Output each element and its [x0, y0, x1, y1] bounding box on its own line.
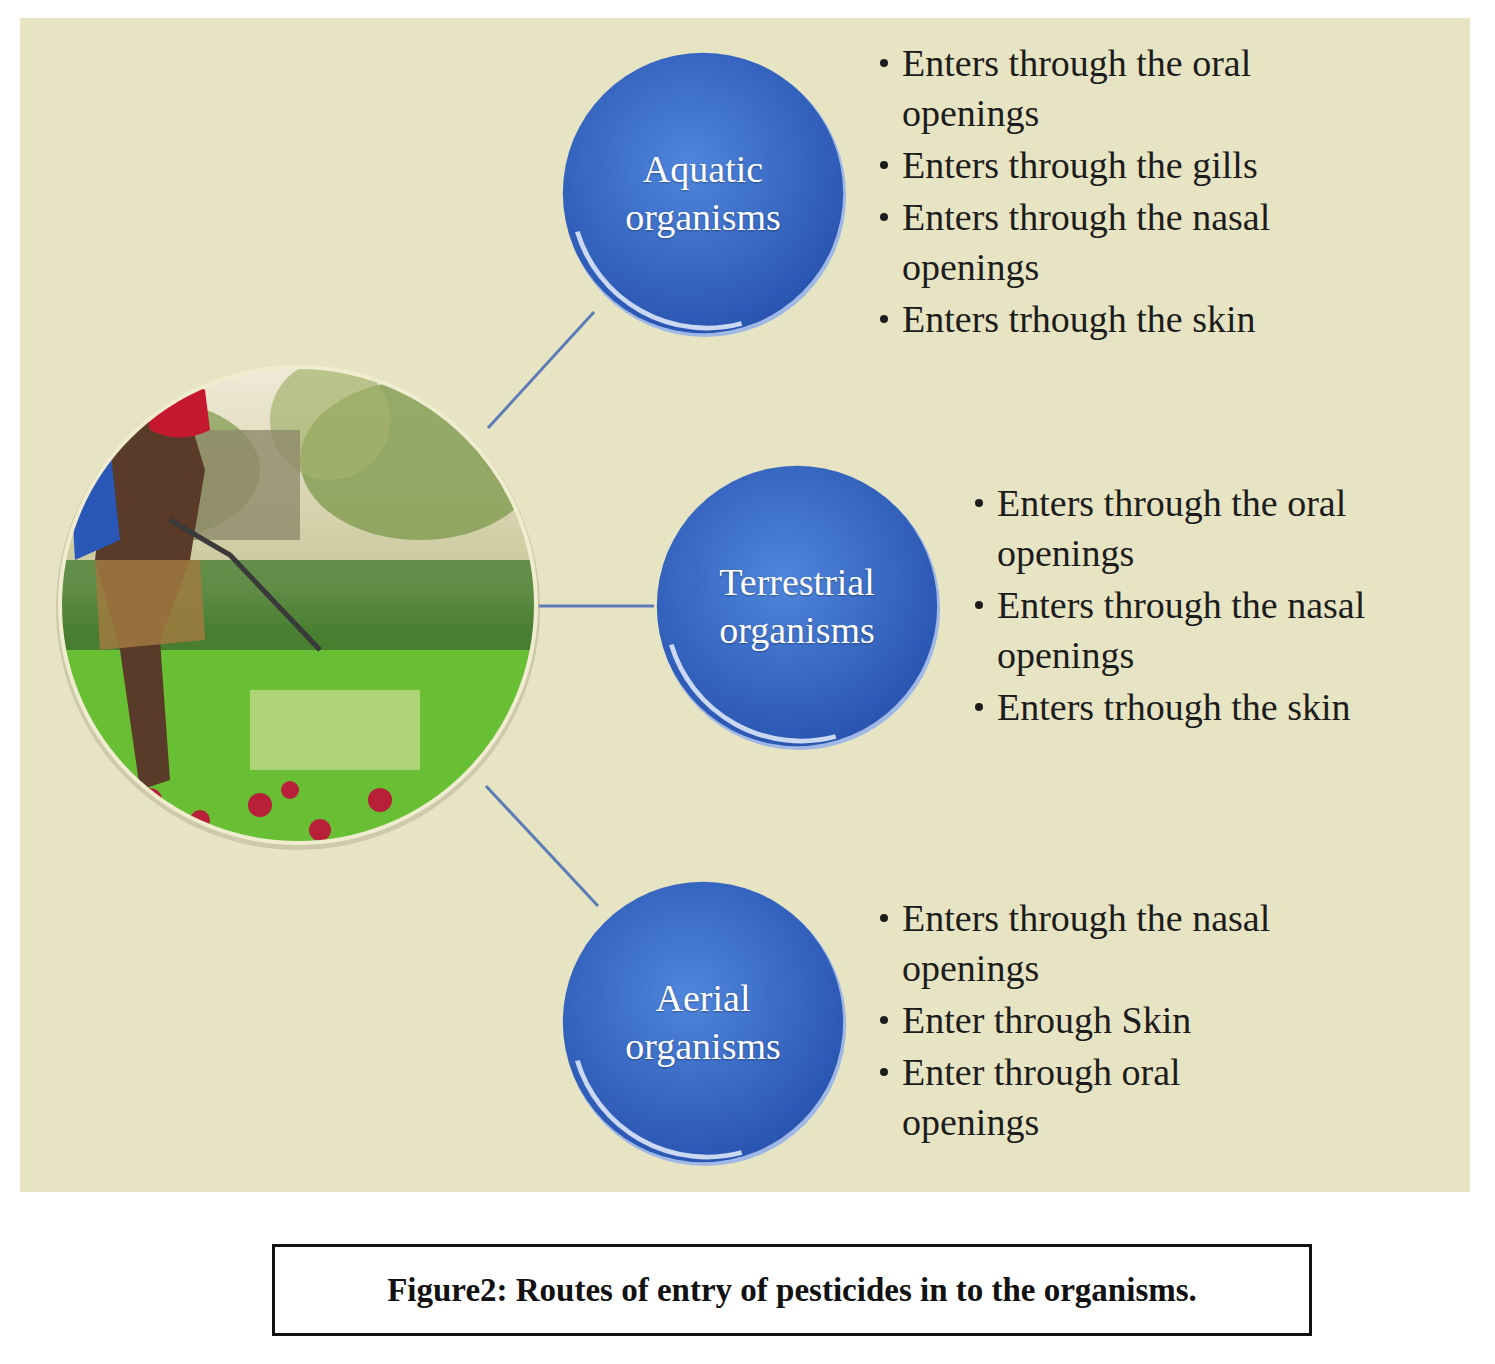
bullet-dot: [975, 703, 983, 711]
bullet-dot: [880, 1016, 888, 1024]
bullet-item: Enters through the nasal openings: [878, 192, 1283, 292]
bullet-item: Enter through Skin: [878, 995, 1283, 1045]
organism-circle: Aquatic organisms: [558, 48, 848, 338]
bullet-item: Enters through the oral openings: [973, 478, 1378, 578]
bullet-text: Enters through the oral openings: [997, 482, 1346, 574]
bullet-dot: [975, 601, 983, 609]
circle-shape: [558, 48, 848, 338]
bullet-dot: [880, 161, 888, 169]
bullet-item: Enters trhough the skin: [973, 682, 1378, 732]
bullet-text: Enter through oral openings: [902, 1051, 1181, 1143]
organism-circle: Terrestrial organisms: [652, 461, 942, 751]
circle-shape: [652, 461, 942, 751]
bullet-text: Enter through Skin: [902, 999, 1191, 1041]
background-panel: [20, 18, 1470, 1192]
bullet-item: Enters through the gills: [878, 140, 1283, 190]
bullet-dot: [880, 1068, 888, 1076]
bullet-item: Enters through the nasal openings: [973, 580, 1378, 680]
bullet-dot: [880, 59, 888, 67]
bullet-text: Enters trhough the skin: [902, 298, 1256, 340]
circle-shape: [558, 877, 848, 1167]
figure-caption: Figure2: Routes of entry of pesticides i…: [387, 1272, 1197, 1309]
circle-label: Aquatic organisms: [587, 145, 819, 241]
bullet-item: Enters through the oral openings: [878, 38, 1283, 138]
bullet-dot: [880, 315, 888, 323]
bullet-text: Enters through the nasal openings: [902, 897, 1270, 989]
bullet-dot: [880, 213, 888, 221]
bullet-text: Enters trhough the skin: [997, 686, 1351, 728]
bullet-list: Enters through the oral openingsEnters t…: [878, 38, 1283, 346]
bullet-list: Enters through the nasal openingsEnter t…: [878, 893, 1283, 1149]
circle-label: Terrestrial organisms: [681, 558, 913, 654]
bullet-list: Enters through the oral openingsEnters t…: [973, 478, 1378, 734]
bullet-dot: [975, 499, 983, 507]
bullet-text: Enters through the nasal openings: [902, 196, 1270, 288]
circle-label: Aerial organisms: [587, 974, 819, 1070]
circle-label-holder: Aerial organisms: [587, 974, 819, 1070]
bullet-text: Enters through the nasal openings: [997, 584, 1365, 676]
caption-box: Figure2: Routes of entry of pesticides i…: [272, 1244, 1312, 1336]
bullet-text: Enters through the gills: [902, 144, 1258, 186]
circle-label-holder: Terrestrial organisms: [681, 558, 913, 654]
organism-circle: Aerial organisms: [558, 877, 848, 1167]
farmer-photo: [40, 360, 550, 871]
circle-label-holder: Aquatic organisms: [587, 145, 819, 241]
bullet-item: Enters trhough the skin: [878, 294, 1283, 344]
bullet-text: Enters through the oral openings: [902, 42, 1251, 134]
bullet-dot: [880, 914, 888, 922]
bullet-item: Enter through oral openings: [878, 1047, 1283, 1147]
bullet-item: Enters through the nasal openings: [878, 893, 1283, 993]
